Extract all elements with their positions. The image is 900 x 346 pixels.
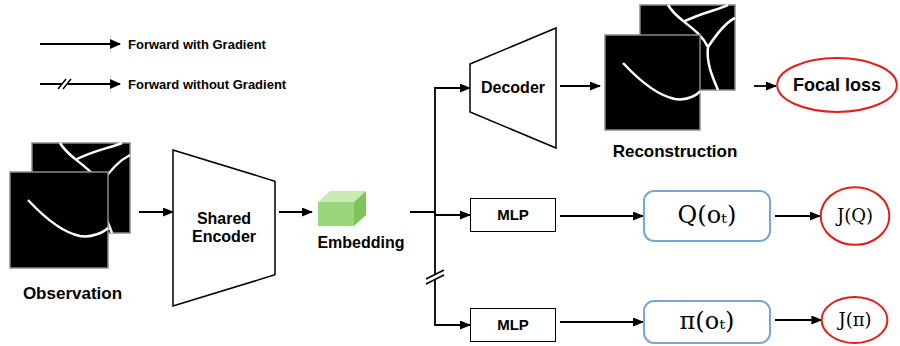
node-label: Embedding [317, 234, 404, 254]
flow-arrow [775, 215, 820, 217]
trapezoid-shape [470, 28, 556, 148]
legend-text: Forward without Gradient [128, 77, 286, 92]
ellipse-shape [822, 297, 888, 343]
loss-circle: J(π) [821, 296, 888, 344]
no-gradient-mark [426, 270, 444, 284]
legend-slash [63, 79, 71, 89]
embedding-bar [318, 191, 366, 226]
flow-arrow [410, 212, 470, 325]
legend-arrowhead [110, 79, 121, 89]
embedding-node: Embedding [312, 188, 410, 254]
flow-arrow [775, 319, 821, 321]
legend-sample [40, 36, 122, 52]
legend-sample [40, 76, 122, 92]
node-label: Decoder [477, 79, 549, 97]
node-label: Observation [23, 284, 122, 306]
encoder-trapezoid: Shared Encoder [173, 150, 275, 306]
legend-arrowhead [110, 39, 121, 49]
node-label: Shared Encoder [173, 210, 275, 247]
mlp-box: MLP [470, 308, 556, 342]
flow-arrow [754, 85, 776, 87]
decoder-trapezoid: Decoder [470, 28, 556, 148]
legend-line [40, 83, 120, 85]
loss-circle: J(Q) [820, 186, 890, 246]
legend-entry: Forward with Gradient [40, 36, 266, 52]
flow-arrow [410, 88, 470, 212]
node-label: MLP [493, 206, 533, 223]
legend-line [40, 43, 120, 45]
flow-arrow [560, 321, 643, 323]
node-label: Q(oₜ) [674, 202, 741, 230]
flow-arrow [279, 211, 312, 213]
observation-node: Observation [10, 140, 135, 306]
trapezoid-shape [173, 150, 275, 306]
legend-text: Forward with Gradient [128, 37, 266, 52]
ellipse-shape [777, 58, 897, 112]
reconstruction-node: Reconstruction [600, 2, 750, 164]
node-label: π(oₜ) [676, 308, 739, 336]
legend-break [58, 79, 71, 89]
observation-images [10, 143, 130, 268]
node-label: MLP [493, 316, 533, 333]
node-label: Focal loss [789, 75, 885, 96]
loss-ellipse: Focal loss [776, 57, 898, 113]
mlp-box: MLP [470, 198, 556, 232]
node-label: J(π) [834, 310, 875, 331]
node-label: J(Q) [833, 206, 877, 227]
flow-arrow [560, 85, 600, 87]
reconstruction-images [605, 5, 735, 130]
flow-arrow [139, 211, 173, 213]
legend-entry: Forward without Gradient [40, 76, 286, 92]
policy-box: π(oₜ) [643, 300, 771, 344]
ellipse-shape [821, 187, 890, 245]
node-label: Reconstruction [613, 142, 738, 164]
flow-arrow [560, 215, 643, 217]
q-value-box: Q(oₜ) [643, 190, 771, 242]
